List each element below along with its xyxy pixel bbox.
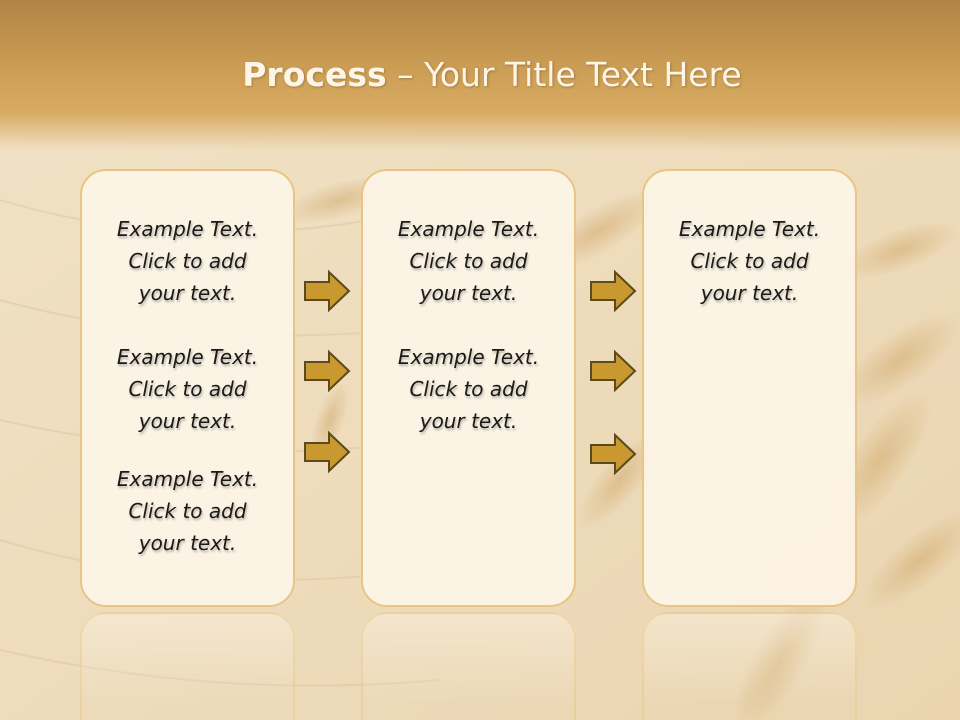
process-step-3-panel[interactable]: Example Text. Click to add your text. bbox=[642, 169, 857, 607]
title-band bbox=[0, 0, 960, 150]
text-block[interactable]: Example Text. Click to add your text. bbox=[82, 463, 293, 559]
arrow-right-icon[interactable] bbox=[589, 269, 637, 313]
text-block[interactable]: Example Text. Click to add your text. bbox=[363, 213, 574, 309]
panel-reflection bbox=[642, 612, 857, 720]
text-line: Click to add bbox=[409, 249, 528, 273]
text-block[interactable]: Example Text. Click to add your text. bbox=[644, 213, 855, 309]
text-line: your text. bbox=[138, 281, 237, 305]
text-line: Click to add bbox=[128, 249, 247, 273]
text-line: Example Text. bbox=[678, 217, 821, 241]
text-line: Example Text. bbox=[397, 217, 540, 241]
text-block[interactable]: Example Text. Click to add your text. bbox=[82, 213, 293, 309]
arrow-right-icon[interactable] bbox=[589, 349, 637, 393]
title-bold: Process bbox=[242, 55, 387, 94]
title-rest: – Your Title Text Here bbox=[386, 55, 742, 94]
text-line: Click to add bbox=[690, 249, 809, 273]
text-line: your text. bbox=[419, 281, 518, 305]
arrow-right-icon[interactable] bbox=[303, 430, 351, 474]
text-line: your text. bbox=[138, 409, 237, 433]
text-line: Click to add bbox=[409, 377, 528, 401]
text-line: Example Text. bbox=[397, 345, 540, 369]
arrow-right-icon[interactable] bbox=[303, 349, 351, 393]
panel-reflection bbox=[361, 612, 576, 720]
slide-title[interactable]: Process – Your Title Text Here bbox=[0, 52, 960, 98]
text-line: your text. bbox=[138, 531, 237, 555]
arrow-right-icon[interactable] bbox=[589, 432, 637, 476]
text-line: Example Text. bbox=[116, 467, 259, 491]
text-line: Click to add bbox=[128, 499, 247, 523]
text-line: your text. bbox=[700, 281, 799, 305]
process-step-1-panel[interactable]: Example Text. Click to add your text. Ex… bbox=[80, 169, 295, 607]
text-block[interactable]: Example Text. Click to add your text. bbox=[363, 341, 574, 437]
panel-reflection bbox=[80, 612, 295, 720]
text-line: Click to add bbox=[128, 377, 247, 401]
process-step-2-panel[interactable]: Example Text. Click to add your text. Ex… bbox=[361, 169, 576, 607]
arrow-right-icon[interactable] bbox=[303, 269, 351, 313]
text-line: Example Text. bbox=[116, 345, 259, 369]
text-block[interactable]: Example Text. Click to add your text. bbox=[82, 341, 293, 437]
text-line: your text. bbox=[419, 409, 518, 433]
text-line: Example Text. bbox=[116, 217, 259, 241]
